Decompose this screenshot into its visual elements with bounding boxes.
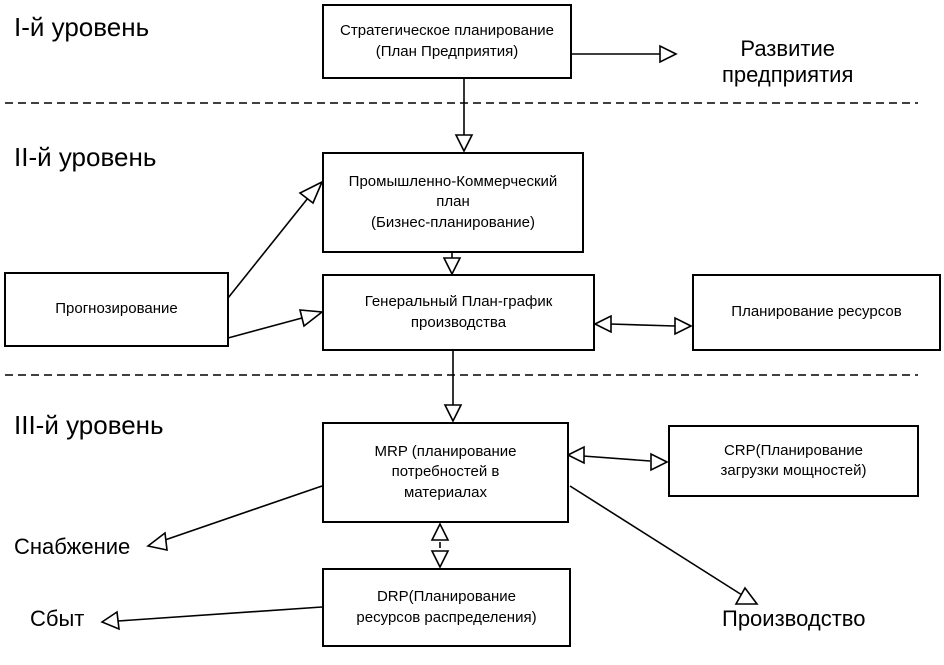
arrowhead-development: [659, 44, 678, 64]
edge-mrp-supply: [161, 485, 323, 542]
development-label: Развитие предприятия: [722, 36, 854, 88]
arrowhead-production: [734, 586, 759, 605]
arrowhead-master-schedule: [442, 257, 462, 276]
drp-text: DRP(Планирование ресурсов распределения): [356, 588, 537, 626]
master-schedule-text: Генеральный План-график производства: [364, 293, 553, 331]
arrowhead-forecasting-commercial: [298, 180, 324, 205]
edge-drp-sales: [117, 606, 323, 622]
drp-box: DRP(Планирование ресурсов распределения): [322, 568, 571, 647]
forecasting-text: Прогнозирование: [55, 300, 178, 318]
master-schedule-box: Генеральный План-график производства: [322, 274, 595, 351]
supply-label: Снабжение: [14, 534, 131, 559]
crp-text: CRP(Планирование загрузки мощностей): [720, 441, 867, 479]
edge-mrp-production: [569, 485, 743, 596]
level-1-label: I-й уровень: [14, 12, 150, 42]
edge-forecasting-commercial: [227, 197, 309, 299]
resource-planning-text: Планирование ресурсов: [731, 303, 902, 321]
arrowhead-crp: [650, 452, 669, 472]
arrowhead-commercial: [454, 134, 474, 153]
edge-master-resources: [609, 323, 676, 327]
edge-mrp-crp: [582, 455, 651, 462]
arrowhead-supply: [146, 531, 168, 552]
level-2-label: II-й уровень: [14, 142, 157, 172]
crp-box: CRP(Планирование загрузки мощностей): [668, 425, 919, 497]
strategic-planning-text: Стратегическое планирование (План Предпр…: [340, 22, 554, 60]
strategic-planning-box: Стратегическое планирование (План Предпр…: [322, 4, 572, 79]
arrowhead-mrp: [443, 404, 463, 423]
arrowhead-sales: [100, 610, 120, 631]
arrowhead-master-from-resources: [593, 314, 612, 334]
arrowhead-mrp-up: [430, 522, 450, 541]
mrp-box: MRP (планирование потребностей в материа…: [322, 422, 569, 523]
arrowhead-drp-down: [430, 550, 450, 569]
arrowhead-forecasting-master: [298, 309, 325, 328]
commercial-plan-box: Промышленно-Коммерческий план (Бизнес-пл…: [322, 152, 584, 253]
arrowhead-resources: [674, 316, 693, 336]
production-label: Производство: [722, 606, 866, 631]
sales-label: Сбыт: [30, 606, 85, 631]
resource-planning-box: Планирование ресурсов: [692, 274, 941, 351]
level-3-label: III-й уровень: [14, 410, 164, 440]
commercial-plan-text: Промышленно-Коммерческий план (Бизнес-пл…: [348, 173, 558, 231]
forecasting-box: Прогнозирование: [4, 272, 229, 347]
mrp-text: MRP (планирование потребностей в материа…: [374, 443, 517, 501]
edge-forecasting-master: [227, 317, 303, 339]
arrowhead-mrp-from-crp: [566, 445, 585, 465]
